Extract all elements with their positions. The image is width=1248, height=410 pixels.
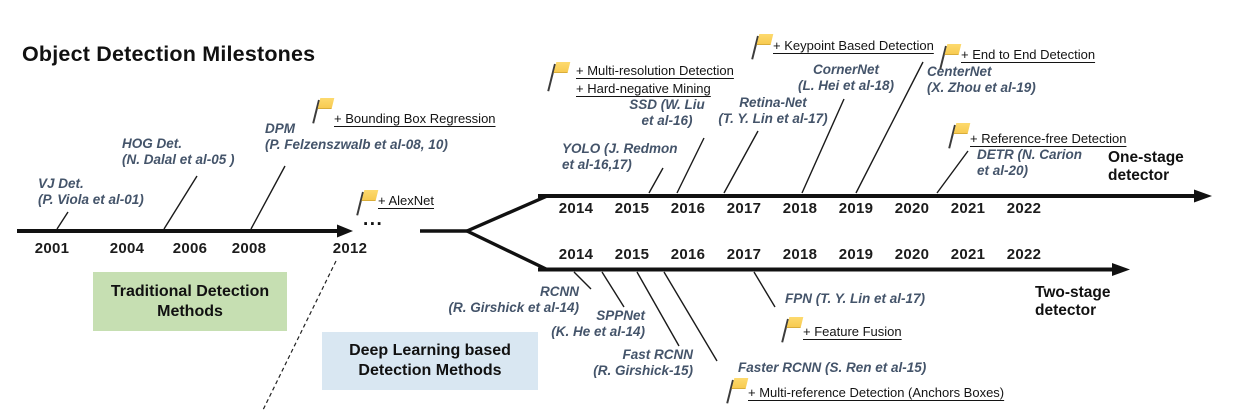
flag-icon [312, 98, 335, 128]
flag-multi-resolution-hard-negative: + Multi-resolution Detection + Hard-nega… [547, 62, 734, 98]
fork-lower-diagonal [466, 229, 547, 271]
flag-alexnet: + AlexNet [356, 190, 434, 220]
milestone-dpm: DPM (P. Felzenszwalb et al-08, 10) [265, 121, 448, 152]
timeline-ellipsis: ... [363, 209, 384, 230]
milestone-faster-rcnn: Faster RCNN (S. Ren et al-15) [738, 360, 927, 375]
two-stage-year-2014: 2014 [558, 246, 594, 263]
main-timeline-arrowhead [337, 224, 353, 238]
one-stage-year-2021: 2021 [950, 200, 986, 217]
flag-reference-free-detection: + Reference-free Detection [948, 123, 1126, 153]
one-stage-year-2017: 2017 [726, 200, 762, 217]
two-stage-year-2015: 2015 [614, 246, 650, 263]
one-stage-year-2015: 2015 [614, 200, 650, 217]
year-label-2004: 2004 [109, 240, 145, 257]
flag-icon [356, 190, 379, 220]
two-stage-detector-label: Two-stage detector [1035, 284, 1111, 319]
milestone-fast-rcnn: Fast RCNN (R. Girshick-15) [593, 347, 693, 378]
flag-icon [751, 34, 774, 64]
milestone-rcnn: RCNN (R. Girshick et al-14) [448, 284, 579, 315]
one-stage-detector-label: One-stage detector [1108, 149, 1184, 184]
milestone-ssd: SSD (W. Liu et al-16) [629, 97, 705, 128]
milestone-sppnet: SPPNet (K. He et al-14) [551, 308, 645, 339]
flag-icon [939, 44, 962, 74]
milestone-cornernet: CornerNet (L. Hei et al-18) [797, 62, 895, 93]
milestone-detr: DETR (N. Carion et al-20) [977, 147, 1083, 178]
flag-multi-reference-detection: + Multi-reference Detection (Anchors Box… [726, 378, 1004, 408]
flag-bounding-box-regression: + Bounding Box Regression [312, 98, 496, 128]
flag-icon [726, 378, 749, 408]
year-label-2006: 2006 [172, 240, 208, 257]
era-divider-dashed-line [262, 260, 337, 410]
one-stage-year-2016: 2016 [670, 200, 706, 217]
one-stage-year-2020: 2020 [894, 200, 930, 217]
fork-upper-diagonal [466, 194, 547, 233]
flag-icon [781, 317, 804, 347]
year-label-2008: 2008 [231, 240, 267, 257]
milestone-hog-det: HOG Det. (N. Dalal et al-05 ) [122, 136, 235, 167]
two-stage-year-2021: 2021 [950, 246, 986, 263]
flag-feature-fusion: + Feature Fusion [781, 317, 902, 347]
leader-lines [56, 61, 969, 362]
two-stage-year-2018: 2018 [782, 246, 818, 263]
milestone-yolo: YOLO (J. Redmon et al-16,17) [562, 141, 678, 172]
flag-icon [948, 123, 971, 153]
milestone-fpn: FPN (T. Y. Lin et al-17) [785, 291, 926, 306]
one-stage-year-2019: 2019 [838, 200, 874, 217]
one-stage-year-2018: 2018 [782, 200, 818, 217]
milestone-retina-net: Retina-Net (T. Y. Lin et al-17) [718, 95, 828, 126]
two-stage-year-2020: 2020 [894, 246, 930, 263]
two-stage-year-2017: 2017 [726, 246, 762, 263]
year-label-2012: 2012 [332, 240, 368, 257]
flag-icon [547, 62, 571, 92]
one-stage-arrowhead [1194, 189, 1212, 203]
page-title: Object Detection Milestones [22, 42, 316, 66]
two-stage-year-2022: 2022 [1006, 246, 1042, 263]
milestone-vj-det: VJ Det. (P. Viola et al-01) [38, 176, 144, 207]
two-stage-year-2016: 2016 [670, 246, 706, 263]
one-stage-year-2022: 2022 [1006, 200, 1042, 217]
year-label-2001: 2001 [34, 240, 70, 257]
flag-keypoint-based-detection: + Keypoint Based Detection [751, 34, 934, 64]
one-stage-year-2014: 2014 [558, 200, 594, 217]
flag-end-to-end-detection: + End to End Detection [939, 44, 1095, 74]
two-stage-year-2019: 2019 [838, 246, 874, 263]
two-stage-arrowhead [1112, 263, 1130, 276]
milestone-centernet: CenterNet (X. Zhou et al-19) [927, 64, 1036, 95]
